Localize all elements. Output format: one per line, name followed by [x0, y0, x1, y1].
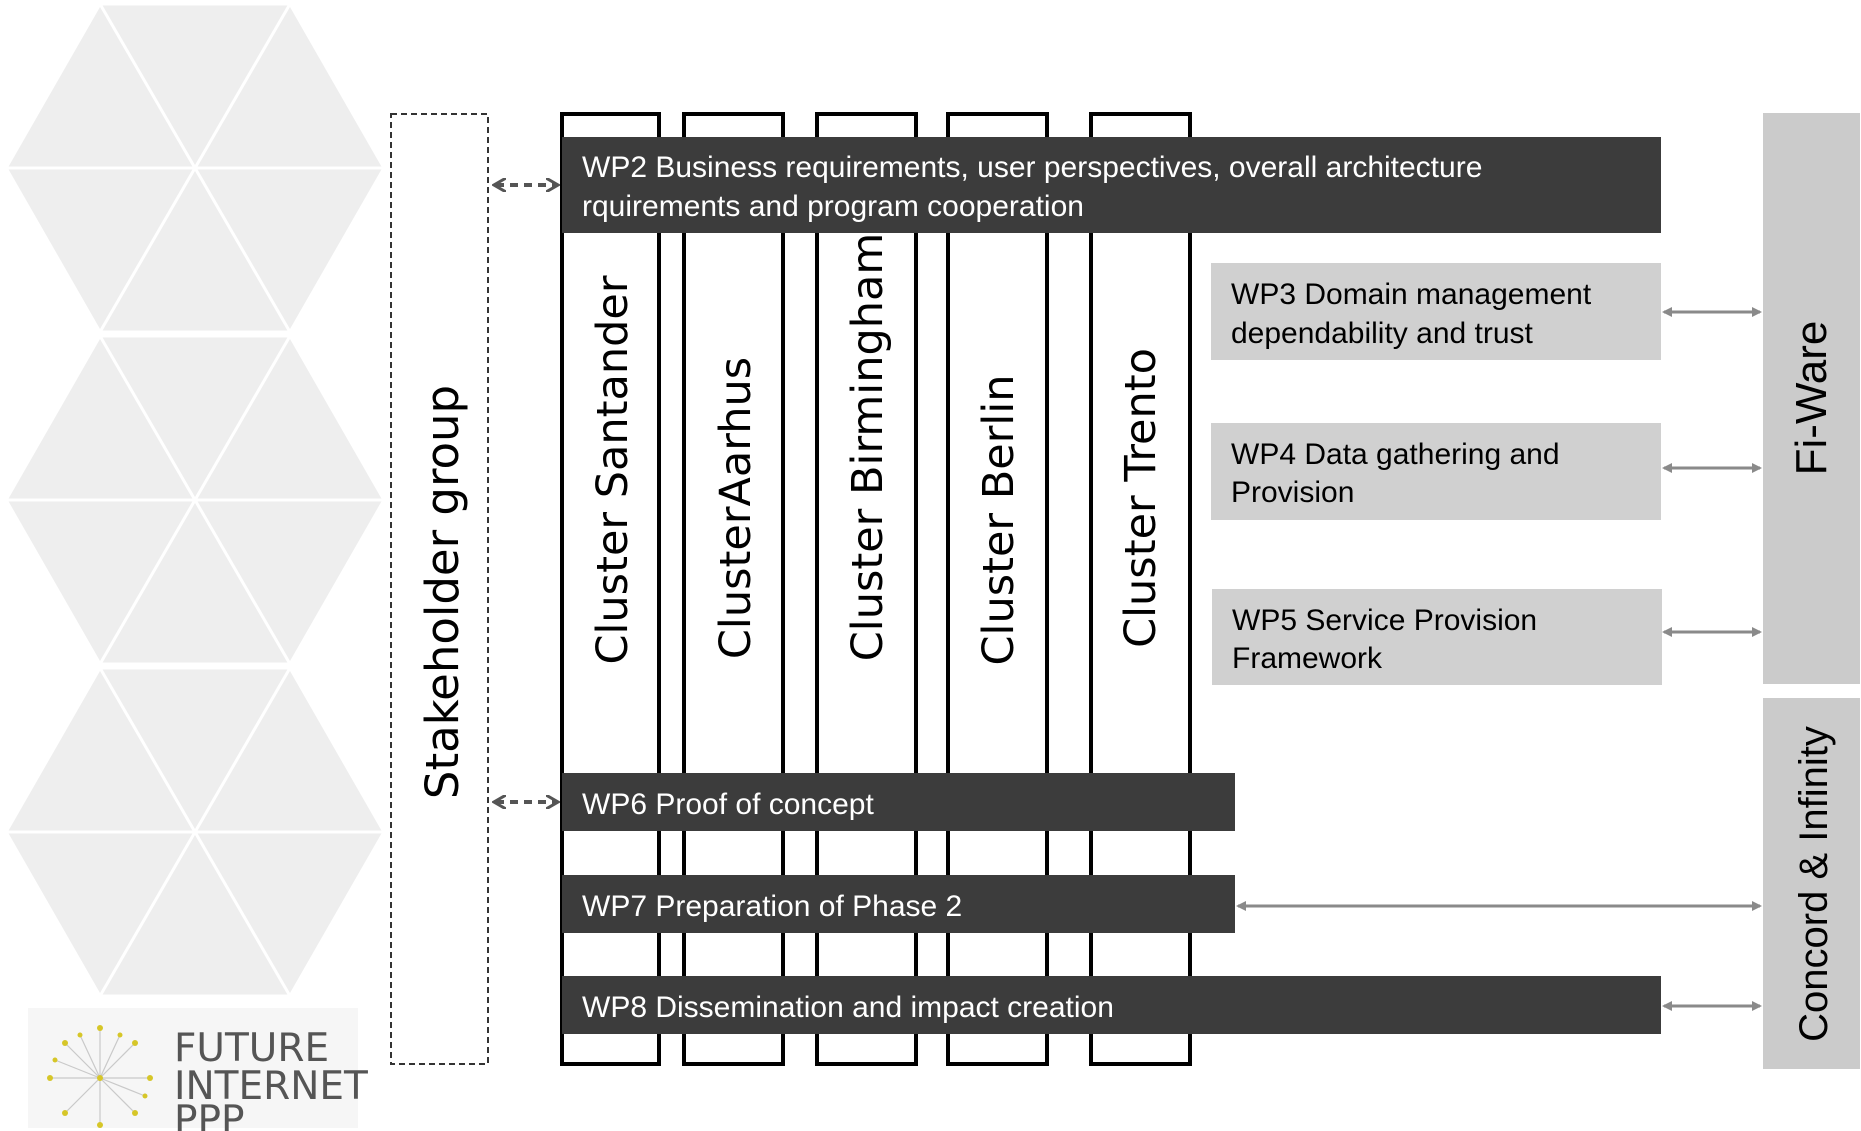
cluster-trento-label: Cluster Trento: [1116, 348, 1166, 648]
logo-line-3: PPP: [174, 1098, 245, 1131]
stakeholder-label: Stakeholder group: [416, 385, 469, 799]
fiware-panel: Fi-Ware: [1763, 113, 1860, 684]
wp3-box: WP3 Domain management dependability and …: [1211, 263, 1661, 360]
wp2-line-1: WP2 Business requirements, user perspect…: [582, 151, 1482, 184]
wp2-bar: WP2 Business requirements, user perspect…: [562, 137, 1661, 233]
wp7-bar: WP7 Preparation of Phase 2: [562, 875, 1235, 933]
cluster-labels: Cluster Santander ClusterAarhus Cluster …: [588, 233, 1166, 666]
wp4-line-2: Provision: [1231, 476, 1354, 509]
cluster-birmingham-label: Cluster Birmingham: [843, 233, 893, 662]
wp5-line-2: Framework: [1232, 642, 1383, 675]
hexagon-pattern: [4, 2, 386, 998]
concord-infinity-label: Concord & Infinity: [1792, 726, 1836, 1042]
wp5-line-1: WP5 Service Provision: [1232, 604, 1537, 637]
concord-infinity-panel: Concord & Infinity: [1763, 698, 1860, 1069]
cluster-aarhus-label: ClusterAarhus: [711, 357, 761, 659]
external-arrows: [1236, 307, 1762, 1011]
wp2-line-2: rquirements and program cooperation: [582, 190, 1084, 223]
stakeholder-group-box: Stakeholder group: [390, 113, 489, 1065]
wp5-box: WP5 Service Provision Framework: [1212, 589, 1662, 685]
fiware-label: Fi-Ware: [1787, 321, 1836, 476]
cluster-berlin-label: Cluster Berlin: [974, 374, 1024, 665]
wp6-label: WP6 Proof of concept: [582, 788, 874, 821]
wp3-line-1: WP3 Domain management: [1231, 278, 1592, 311]
logo-line-2: INTERNET: [174, 1064, 368, 1109]
wp8-bar: WP8 Dissemination and impact creation: [562, 976, 1661, 1034]
wp7-label: WP7 Preparation of Phase 2: [582, 890, 962, 923]
wp4-line-1: WP4 Data gathering and: [1231, 438, 1560, 471]
wp4-box: WP4 Data gathering and Provision: [1211, 423, 1661, 520]
stakeholder-arrows: [496, 185, 556, 802]
future-internet-logo: FUTURE INTERNET PPP: [28, 1008, 368, 1131]
wp8-label: WP8 Dissemination and impact creation: [582, 991, 1114, 1024]
wp6-bar: WP6 Proof of concept: [562, 773, 1235, 831]
wp3-line-2: dependability and trust: [1231, 317, 1534, 350]
cluster-santander-label: Cluster Santander: [588, 275, 638, 664]
logo-line-1: FUTURE: [174, 1026, 329, 1071]
